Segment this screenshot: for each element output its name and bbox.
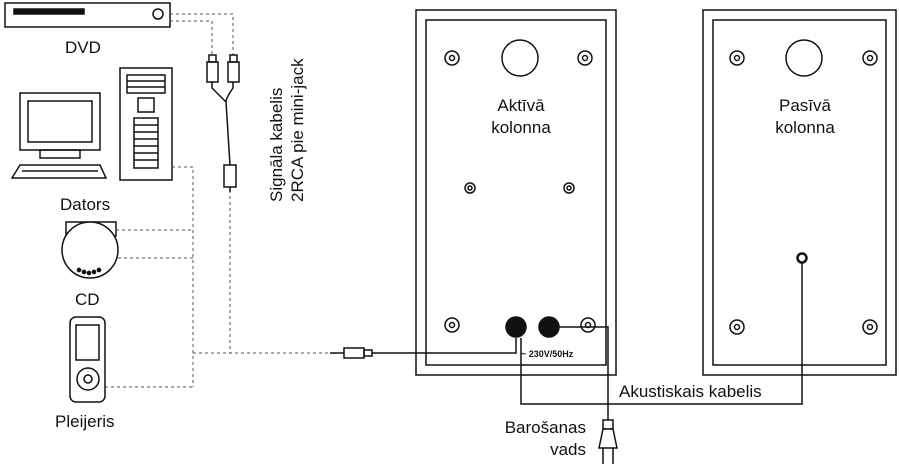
portable-player-icon	[69, 316, 106, 403]
cd-label: CD	[75, 290, 100, 309]
mini-jack-plug	[330, 338, 517, 359]
acoustic-cable	[520, 263, 803, 405]
dvd-label: DVD	[65, 38, 101, 57]
active-speaker-label-2: kolonna	[491, 118, 551, 137]
active-speaker	[415, 9, 617, 376]
acoustic-cable-label: Akustiskais kabelis	[619, 382, 762, 401]
passive-speaker	[702, 9, 897, 376]
cd-player-icon	[61, 221, 119, 279]
dators-label: Dators	[60, 195, 110, 214]
passive-speaker-label-2: kolonna	[775, 118, 835, 137]
active-speaker-label-1: Aktīvā	[497, 96, 545, 115]
power-rating-label: ~ 230V/50Hz	[521, 349, 574, 359]
power-cord-label-1: Barošanas	[505, 418, 586, 437]
cable-label-line1: Signāla kabelis	[267, 88, 286, 202]
power-cord	[559, 326, 618, 464]
dvd-player	[4, 2, 171, 28]
monitor-icon	[10, 92, 108, 179]
pleijeris-label: Pleijeris	[55, 412, 115, 431]
passive-speaker-label-1: Pasīvā	[779, 96, 832, 115]
source-dashed-lines	[105, 13, 330, 388]
power-cord-label-2: vads	[550, 440, 586, 459]
rca-cable	[206, 54, 240, 192]
pc-tower-icon	[119, 67, 173, 181]
cable-label-line2: 2RCA pie mini-jack	[288, 58, 307, 202]
